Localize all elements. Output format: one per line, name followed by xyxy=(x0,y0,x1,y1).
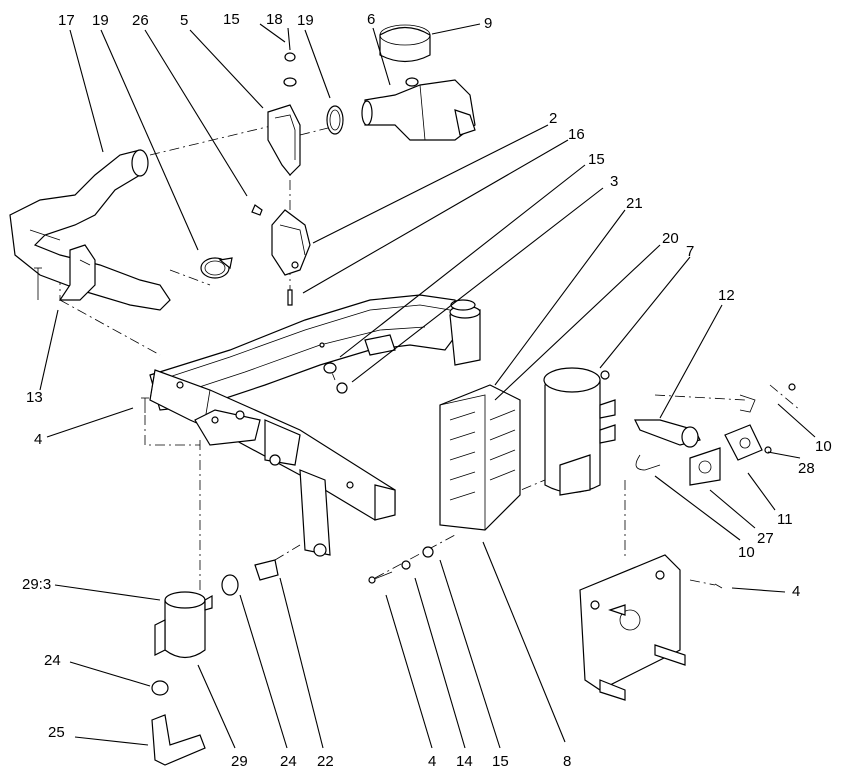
callout-26: 26 xyxy=(132,12,149,29)
callout-3: 3 xyxy=(610,173,618,190)
callout-4: 4 xyxy=(34,431,42,448)
callout-24: 24 xyxy=(44,652,61,669)
support-bracket xyxy=(251,204,311,306)
callout-25: 25 xyxy=(48,724,65,741)
hose-clamp-left xyxy=(200,257,233,279)
callout-28: 28 xyxy=(798,460,815,477)
callout-9: 9 xyxy=(484,15,492,32)
callout-11: 11 xyxy=(777,511,793,528)
callout-7: 7 xyxy=(686,243,694,260)
callout-16: 16 xyxy=(568,126,585,143)
mount-bracket xyxy=(267,52,344,176)
callout-10: 10 xyxy=(815,438,832,455)
bolt-left xyxy=(141,397,149,413)
hardware-row xyxy=(368,546,434,584)
intake-hose xyxy=(9,149,171,311)
callout-19: 19 xyxy=(92,12,109,29)
muffler xyxy=(543,367,616,496)
callout-10: 10 xyxy=(738,544,755,561)
callout-22: 22 xyxy=(317,753,334,770)
callout-20: 20 xyxy=(662,230,679,247)
callout-12: 12 xyxy=(718,287,735,304)
callout-19: 19 xyxy=(297,12,314,29)
callout-labels: 17 19 26 5 15 18 19 6 9 2 16 15 3 21 20 … xyxy=(22,11,832,770)
callout-13: 13 xyxy=(26,389,43,406)
mounting-plate xyxy=(579,554,723,701)
callout-27: 27 xyxy=(757,530,774,547)
callout-6: 6 xyxy=(367,11,375,28)
callout-5: 5 xyxy=(180,12,188,29)
callout-4: 4 xyxy=(428,753,436,770)
washer-nut-set xyxy=(319,342,348,394)
callout-18: 18 xyxy=(266,11,283,28)
callout-21: 21 xyxy=(626,195,643,212)
callout-15: 15 xyxy=(588,151,605,168)
callout-4: 4 xyxy=(792,583,800,600)
air-cleaner xyxy=(361,24,476,141)
alignment-lines xyxy=(59,124,801,600)
callout-8: 8 xyxy=(563,753,571,770)
leader-lines xyxy=(39,23,816,749)
callout-14: 14 xyxy=(456,753,473,770)
frame-assembly xyxy=(149,294,481,557)
callout-29: 29 xyxy=(231,753,248,770)
callout-15: 15 xyxy=(492,753,509,770)
callout-2: 2 xyxy=(549,110,557,127)
lower-fittings xyxy=(151,559,279,766)
callout-15: 15 xyxy=(223,11,240,28)
callout-29-3: 29:3 xyxy=(22,576,51,593)
heat-shield xyxy=(439,384,521,531)
callout-24: 24 xyxy=(280,753,297,770)
callout-17: 17 xyxy=(58,12,75,29)
exhaust-pipe xyxy=(634,383,796,486)
